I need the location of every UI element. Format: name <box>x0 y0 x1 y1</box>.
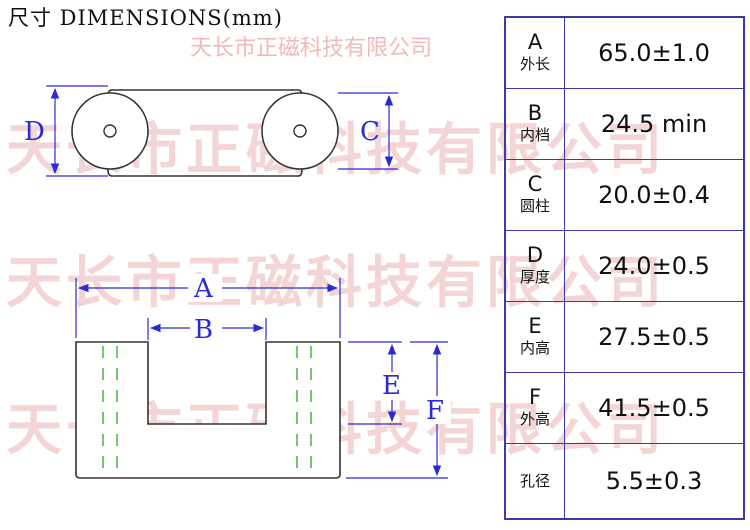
spec-value: 20.0±0.4 <box>564 159 745 231</box>
spec-row-d: D 厚度 24.0±0.5 <box>504 230 745 302</box>
dim-c <box>338 92 398 170</box>
spec-name: 圆柱 <box>519 197 550 215</box>
watermark-small: 天长市正磁科技有限公司 <box>190 36 433 61</box>
spec-table: A 外长 65.0±1.0 B 内档 24.5 min C 圆柱 20.0±0.… <box>504 16 745 520</box>
spec-value: 65.0±1.0 <box>564 16 745 89</box>
spec-name: 内高 <box>519 339 550 357</box>
left-hole <box>103 124 117 138</box>
spec-value: 41.5±0.5 <box>564 372 745 444</box>
spec-value: 24.0±0.5 <box>564 230 745 302</box>
spec-name: 内档 <box>519 126 550 144</box>
right-hole <box>293 124 307 138</box>
dim-label-a: A <box>193 274 214 304</box>
dim-label-d: D <box>24 117 45 147</box>
spec-letter: D <box>526 243 544 267</box>
u-core-outline <box>75 341 341 479</box>
spec-letter: E <box>528 314 542 338</box>
spec-row-a: A 外长 65.0±1.0 <box>504 16 745 89</box>
spec-name: 厚度 <box>519 268 550 286</box>
dim-label-b: B <box>194 315 213 345</box>
dim-d <box>46 85 108 177</box>
spec-row-c: C 圆柱 20.0±0.4 <box>504 159 745 231</box>
spec-name: 孔径 <box>519 472 550 490</box>
spec-row-b: B 内档 24.5 min <box>504 88 745 160</box>
spec-row-f: F 外高 41.5±0.5 <box>504 372 745 444</box>
spec-name: 外长 <box>519 55 550 73</box>
top-view <box>71 89 339 177</box>
spec-value: 5.5±0.3 <box>564 443 745 520</box>
spec-value: 24.5 min <box>564 88 745 160</box>
spec-letter: A <box>527 30 543 54</box>
spec-name: 外高 <box>519 410 550 428</box>
spec-row-hole: 孔径 5.5±0.3 <box>504 443 745 520</box>
side-view <box>75 341 341 479</box>
dim-label-f: F <box>426 396 444 426</box>
spec-row-e: E 内高 27.5±0.5 <box>504 301 745 373</box>
spec-letter: C <box>527 172 543 196</box>
dim-label-c: C <box>360 117 380 147</box>
spec-value: 27.5±0.5 <box>564 301 745 373</box>
spec-letter: B <box>527 101 543 125</box>
page-title: 尺寸 DIMENSIONS(mm) <box>8 6 283 30</box>
spec-letter: F <box>528 385 542 409</box>
dim-label-e: E <box>382 371 401 401</box>
